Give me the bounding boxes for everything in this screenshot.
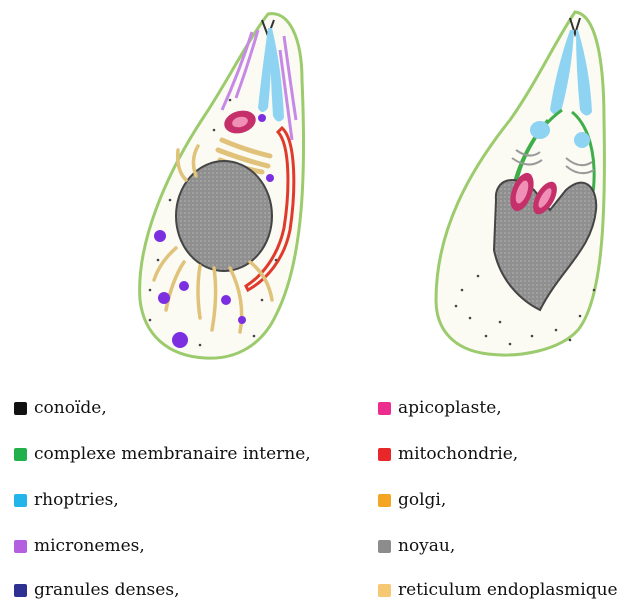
legend-item-imc: complexe membranaire interne, [14,444,311,464]
legend-swatch-conoid [14,402,27,415]
legend-swatch-golgi [378,494,391,507]
legend-item-nucleus: noyau, [378,536,455,556]
legend-label-nucleus: noyau, [398,536,455,556]
legend-label-dense-granules: granules denses, [34,580,179,600]
legend-swatch-apicoplast [378,402,391,415]
legend-item-micronemes: micronemes, [14,536,145,556]
right-cell [436,12,604,355]
legend-item-dense-granules: granules denses, [14,580,179,600]
legend-swatch-micronemes [14,540,27,553]
legend-item-apicoplast: apicoplaste, [378,398,502,418]
legend-label-rhoptries: rhoptries, [34,490,119,510]
legend-item-rhoptries: rhoptries, [14,490,119,510]
legend-label-conoid: conoïde, [34,398,107,418]
legend-label-micronemes: micronemes, [34,536,145,556]
legend-swatch-imc [14,448,27,461]
left-cell [140,14,304,359]
legend-label-mitochondria: mitochondrie, [398,444,518,464]
legend-swatch-nucleus [378,540,391,553]
legend-swatch-rhoptries [14,494,27,507]
legend-item-conoid: conoïde, [14,398,107,418]
left-nucleus [176,161,272,271]
legend-label-apicoplast: apicoplaste, [398,398,502,418]
legend-swatch-er [378,584,391,597]
legend-label-imc: complexe membranaire interne, [34,444,311,464]
legend-item-mitochondria: mitochondrie, [378,444,518,464]
legend-label-golgi: golgi, [398,490,446,510]
legend-item-golgi: golgi, [378,490,446,510]
legend-label-er: reticulum endoplasmique [398,580,618,600]
legend-swatch-mitochondria [378,448,391,461]
legend-swatch-dense-granules [14,584,27,597]
legend-item-er: reticulum endoplasmique [378,580,618,600]
